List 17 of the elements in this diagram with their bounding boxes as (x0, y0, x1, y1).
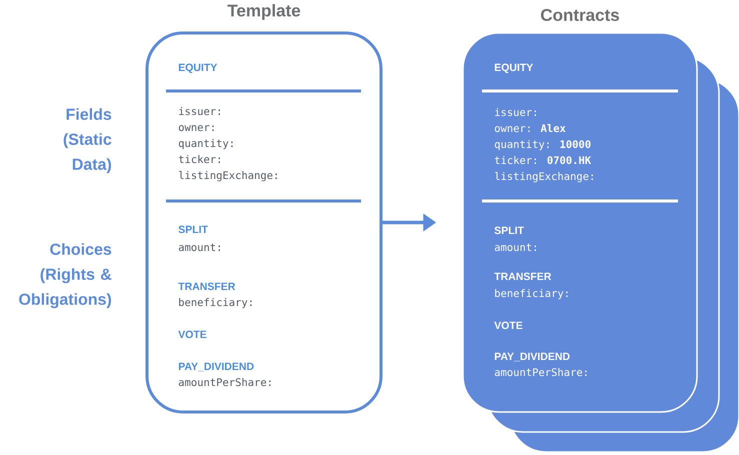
field-text: quantity: (178, 139, 233, 150)
field-text: issuer: (179, 107, 220, 116)
field-text: amountPerShare: (178, 378, 270, 386)
section-heading: TRANSFER (178, 282, 236, 290)
column-heading: Template (228, 4, 300, 20)
field-text: owner: (178, 125, 214, 132)
side-label: Choices (Rights & Obligations) (19, 243, 112, 308)
field-text: listingExchange: (179, 170, 277, 182)
section-heading: SPLIT (178, 226, 208, 234)
field-text: ticker: (178, 155, 220, 164)
section-heading: VOTE (178, 330, 206, 338)
field-text: amount: (178, 244, 220, 252)
section-heading: EQUITY (178, 64, 218, 74)
field-text: beneficiary: (179, 298, 252, 308)
side-label: Fields (Static Data) (64, 108, 112, 174)
column-heading: Contracts (541, 8, 619, 22)
section-heading: PAY_DIVIDEND (178, 362, 254, 372)
